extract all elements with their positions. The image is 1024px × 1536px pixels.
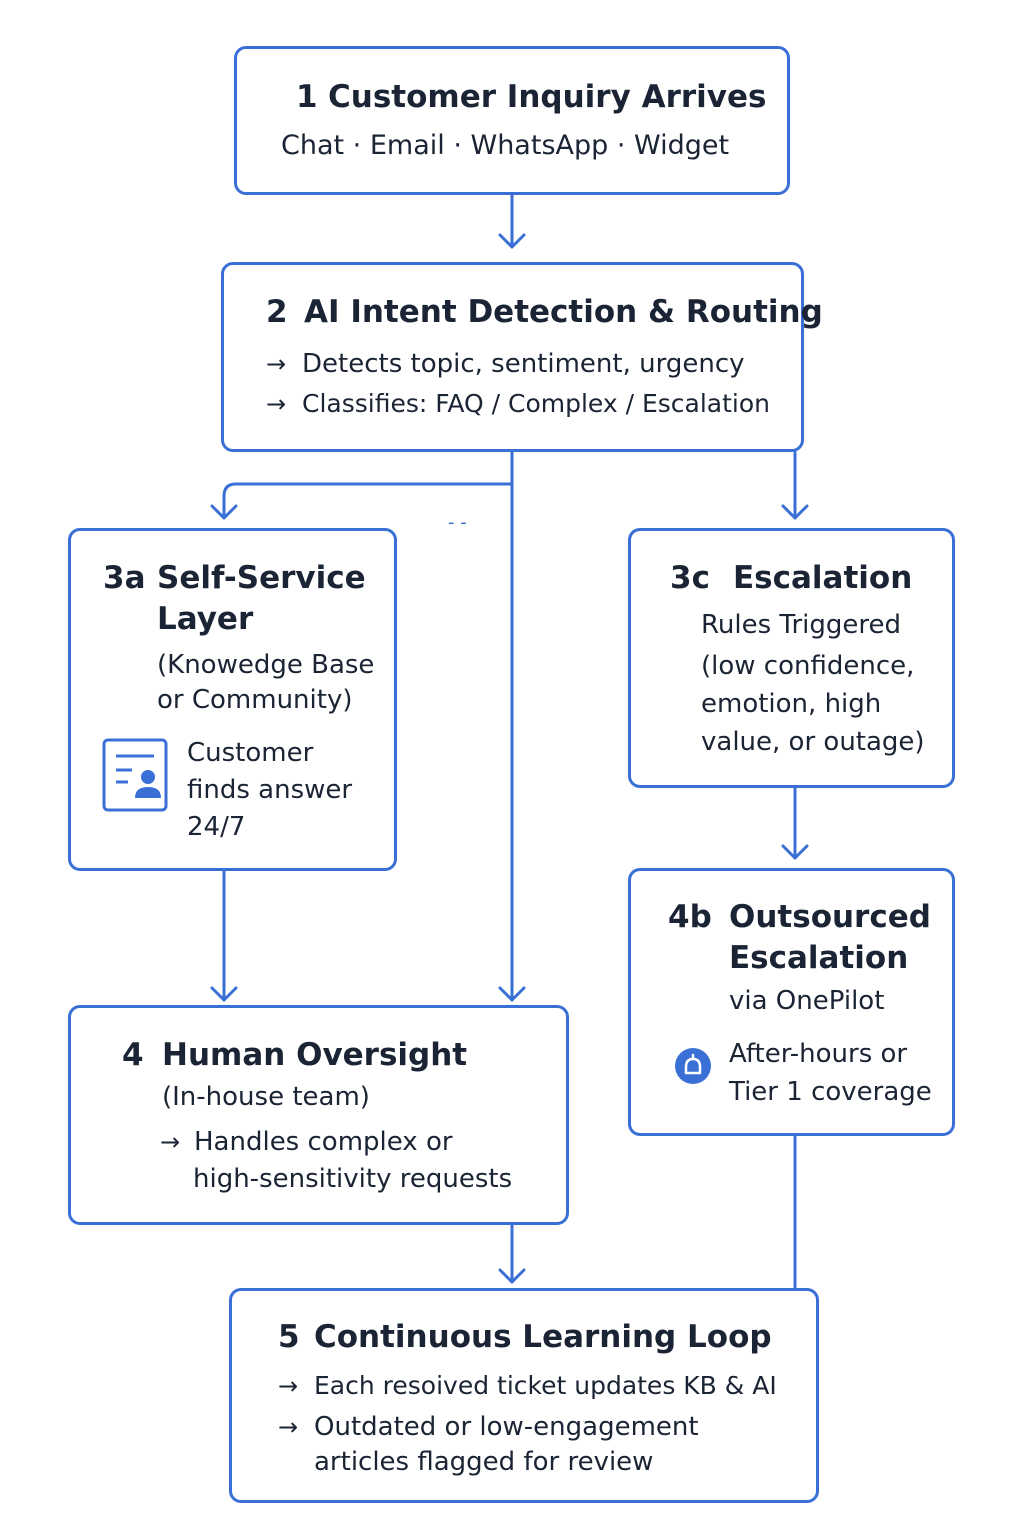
knowledge-profile-icon — [102, 738, 168, 812]
arrowhead-2-to-3c — [781, 504, 809, 520]
node-3c-desc-line-3: emotion, high — [701, 689, 882, 719]
node-human-oversight — [68, 1005, 569, 1225]
node-outsourced-escalation — [628, 868, 955, 1136]
arrowhead-3a-to-4 — [210, 986, 238, 1002]
node-5-bullet-2-line-1: Outdated or low-engagement — [314, 1412, 699, 1442]
node-4-bullet-line-2: high-sensitivity requests — [193, 1164, 513, 1194]
node-3a-desc-line-1: (Knowedge Base — [157, 650, 375, 680]
support-agent-icon — [675, 1048, 711, 1084]
node-4-title: Human Oversight — [162, 1037, 468, 1073]
node-4b-subtitle: via OnePilot — [729, 986, 885, 1016]
node-4b-note-line-1: After-hours or — [729, 1039, 908, 1069]
node-3c-desc-line-4: value, or outage) — [701, 727, 925, 757]
node-1-number: 1 — [296, 79, 318, 115]
node-3c-number: 3c — [670, 560, 710, 596]
node-3a-desc-line-2: or Community) — [157, 685, 353, 715]
arrowhead-2-to-3a — [210, 504, 238, 520]
node-3c-title: Escalation — [733, 560, 913, 596]
node-5-bullet-arrow-2: → — [278, 1413, 299, 1441]
node-3a-title-line-1: Self-Service — [157, 560, 366, 596]
node-4-number: 4 — [122, 1037, 144, 1073]
node-continuous-learning-loop — [229, 1288, 819, 1503]
node-2-bullet-arrow-1: → — [266, 350, 287, 378]
node-5-bullet-2-line-2: articles flagged for review — [314, 1447, 654, 1477]
node-2-bullet-1: Detects topic, sentiment, urgency — [302, 349, 745, 379]
arrowhead-1-to-2 — [498, 233, 526, 249]
node-2-bullet-2: Classifies: FAQ / Complex / Escalation — [302, 389, 770, 418]
node-3c-desc-line-2: (low confidence, — [701, 651, 915, 681]
node-4b-title-line-2: Escalation — [729, 940, 909, 976]
node-4b-note-line-2: Tier 1 coverage — [729, 1077, 932, 1107]
node-3c-desc-line-1: Rules Triggered — [701, 610, 902, 640]
node-4-bullet-line-1: Handles complex or — [194, 1127, 453, 1157]
node-4b-number: 4b — [668, 899, 712, 935]
arrowhead-2-to-4 — [498, 986, 526, 1002]
arrowhead-4-to-5 — [498, 1268, 526, 1284]
node-2-bullet-arrow-2: → — [266, 390, 287, 418]
node-2-number: 2 — [266, 294, 288, 330]
node-5-title: Continuous Learning Loop — [314, 1319, 772, 1355]
node-5-bullet-1: Each resoived ticket updates KB & AI — [314, 1371, 777, 1400]
stray-dash-mark: - - — [448, 512, 467, 533]
node-4-bullet-arrow: → — [160, 1128, 181, 1156]
node-3a-title-line-2: Layer — [157, 601, 254, 637]
node-4-subtitle: (In-house team) — [162, 1082, 370, 1112]
node-3a-note-line-2: finds answer — [187, 775, 353, 805]
node-4b-title-line-1: Outsourced — [729, 899, 931, 935]
node-5-bullet-arrow-1: → — [278, 1372, 299, 1400]
node-customer-inquiry — [234, 46, 790, 195]
node-3a-note-line-1: Customer — [187, 738, 314, 768]
arrowhead-3c-to-4b — [781, 844, 809, 860]
arrow-2-to-3a — [222, 450, 514, 520]
node-ai-intent-detection — [221, 262, 804, 452]
node-3a-note-line-3: 24/7 — [187, 812, 246, 842]
node-1-channels: Chat · Email · WhatsApp · Widget — [281, 130, 730, 161]
node-1-title: Customer Inquiry Arrives — [328, 79, 767, 115]
node-self-service-layer — [68, 528, 397, 871]
node-3a-number: 3a — [103, 560, 146, 596]
node-escalation — [628, 528, 955, 788]
node-5-number: 5 — [278, 1319, 300, 1355]
node-2-title: AI Intent Detection & Routing — [304, 294, 823, 330]
